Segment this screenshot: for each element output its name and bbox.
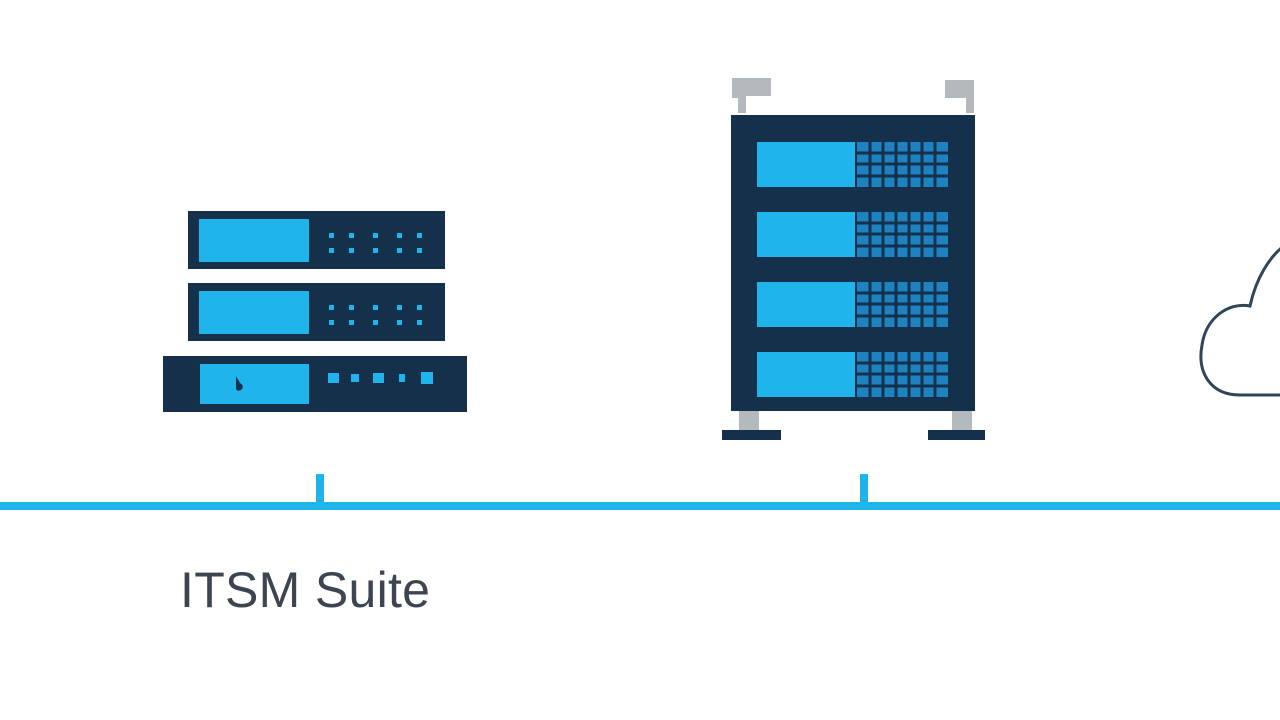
rack-grid-lines: [857, 142, 948, 397]
cloud-icon: [1199, 247, 1280, 397]
connector-tick: [316, 474, 324, 506]
connector-tick: [860, 474, 868, 506]
server-unit-top: [188, 211, 445, 269]
server-unit-middle: [188, 283, 445, 341]
diagram-caption: ITSM Suite: [180, 562, 431, 618]
rack-top-brackets: [732, 78, 974, 113]
stacked-server-icon: [163, 211, 467, 412]
network-connection-line: [0, 474, 1280, 510]
server-unit-base: [163, 356, 467, 412]
server-rack-icon: [722, 78, 985, 440]
rack-feet: [722, 411, 985, 440]
